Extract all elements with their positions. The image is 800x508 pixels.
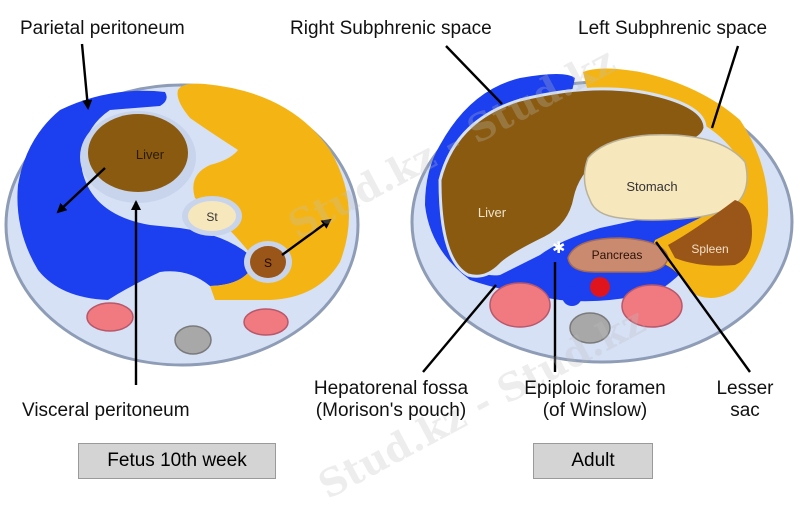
fetus-liver: [88, 114, 188, 192]
lesser-sac-label-line1: Lesser: [716, 378, 774, 399]
parietal-peritoneum-label: Parietal peritoneum: [20, 18, 185, 39]
left-subphrenic-label: Left Subphrenic space: [578, 18, 768, 39]
epiploic-foramen-label: Epiploic foramen (of Winslow): [510, 378, 680, 422]
adult-spleen: [668, 200, 752, 266]
fetus-liver-arrow: [56, 167, 106, 214]
epiploic-foramen-star-icon: ✱: [552, 238, 565, 257]
fetus-caption: Fetus 10th week: [78, 443, 276, 479]
fetus-greater-sac: [17, 90, 255, 300]
fetus-stomach: [188, 201, 236, 231]
fetus-spleen: [250, 246, 286, 278]
epiploic-label-line2: (of Winslow): [542, 400, 648, 421]
leader-lines: [56, 43, 751, 385]
visceral-peritoneum-label: Visceral peritoneum: [22, 400, 190, 421]
adult-kidney-left: [621, 284, 683, 328]
adult-kidney-right: [489, 282, 551, 328]
adult-caption: Adult: [533, 443, 653, 479]
hepatorenal-label-line1: Hepatorenal fossa: [313, 378, 469, 399]
adult-vertebra: [569, 312, 611, 344]
adult-liver-label: Liver: [478, 205, 507, 220]
fetus-spleen-arrow: [281, 218, 332, 256]
lesser-sac-label: Lesser sac: [705, 378, 785, 422]
adult-diagram: ✱: [410, 68, 794, 364]
adult-spleen-label: Spleen: [691, 242, 728, 256]
lesser-sac-label-line2: sac: [730, 400, 760, 421]
parietal-arrow-line: [80, 43, 93, 110]
fetus-kidney-right: [86, 302, 134, 332]
adult-pancreas-label: Pancreas: [592, 248, 643, 262]
hepatorenal-label-line2: (Morison's pouch): [315, 400, 467, 421]
fetus-stomach-label: St: [206, 210, 218, 224]
hepatorenal-label: Hepatorenal fossa (Morison's pouch): [296, 378, 486, 422]
fetus-vertebra: [174, 325, 212, 355]
hepatorenal-line: [422, 284, 497, 373]
fetus-spleen-label: S: [264, 256, 272, 270]
adult-ivc: [562, 286, 582, 306]
adult-aorta: [590, 277, 610, 297]
fetus-liver-label: Liver: [136, 147, 165, 162]
adult-stomach-label: Stomach: [626, 179, 677, 194]
right-subphrenic-line: [445, 45, 503, 105]
fetus-lesser-sac: [177, 83, 349, 300]
fetus-kidney-left: [243, 308, 289, 336]
right-subphrenic-label: Right Subphrenic space: [290, 18, 492, 39]
lesser-sac-line: [655, 241, 751, 373]
left-subphrenic-line: [710, 45, 740, 129]
fetus-diagram: [4, 83, 360, 367]
epiploic-label-line1: Epiploic foramen: [524, 378, 666, 399]
adult-stomach: [583, 133, 748, 221]
